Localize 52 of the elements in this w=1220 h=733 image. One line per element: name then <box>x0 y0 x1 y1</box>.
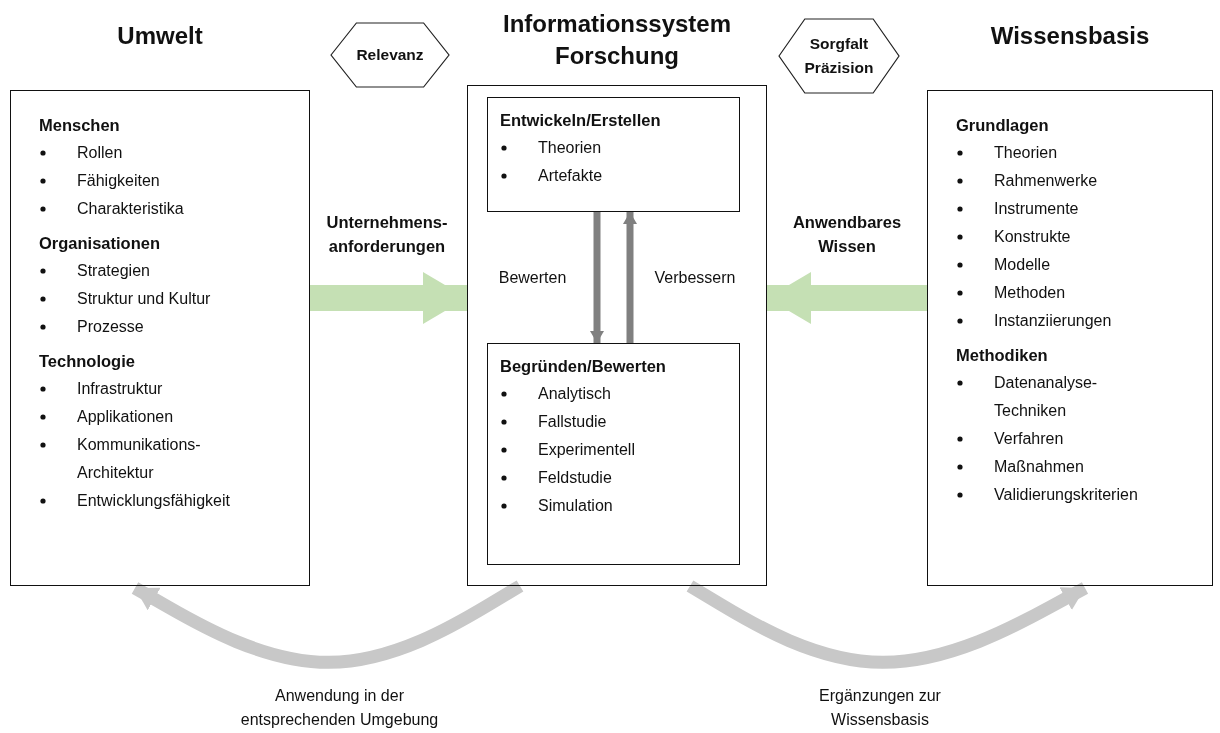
list-item: Verfahren <box>994 430 1064 447</box>
list-item: Feldstudie <box>538 469 612 486</box>
list-item: Maßnahmen <box>994 458 1084 475</box>
edge-label: Verbessern <box>653 268 737 288</box>
section-heading: Grundlagen <box>956 115 1050 136</box>
edge-label: Anwendbares Wissen <box>791 212 903 257</box>
list-item: Datenanalyse- Techniken <box>994 374 1098 419</box>
list-item: Kommunikations- Architektur <box>77 436 201 481</box>
list-item: Methoden <box>994 284 1066 301</box>
list-item: Rollen <box>77 144 123 161</box>
list-item: Validierungskriterien <box>994 486 1138 503</box>
arrow <box>131 580 524 669</box>
list-item: Entwicklungsfähigkeit <box>77 492 230 509</box>
panel-title: Wissensbasis <box>989 21 1151 51</box>
list-item: Charakteristika <box>77 200 184 217</box>
section-heading: Methodiken <box>956 345 1049 366</box>
section-heading: Organisationen <box>39 233 162 254</box>
list-item: Strategien <box>77 262 150 279</box>
arrow <box>686 580 1089 669</box>
edge-label: Ergänzungen zur Wissensbasis <box>818 686 942 730</box>
list-item: Applikationen <box>77 408 174 425</box>
section-heading: Entwickeln/Erstellen <box>500 110 662 131</box>
process-box <box>487 343 740 565</box>
list-item: Infrastruktur <box>77 380 163 397</box>
section-heading: Menschen <box>39 115 121 136</box>
list-item: Analytisch <box>538 385 611 402</box>
list-item: Theorien <box>994 144 1058 161</box>
edge-label: Bewerten <box>497 268 568 288</box>
section-heading: Technologie <box>39 351 136 372</box>
list-item: Fähigkeiten <box>77 172 160 189</box>
list-item: Fallstudie <box>538 413 607 430</box>
list-item: Instrumente <box>994 200 1079 217</box>
list-item: Theorien <box>538 139 602 156</box>
arrow <box>310 271 467 325</box>
panel-title: Umwelt <box>116 21 204 51</box>
list-item: Prozesse <box>77 318 144 335</box>
list-item: Experimentell <box>538 441 635 458</box>
process-box <box>487 97 740 212</box>
arrow <box>767 271 927 325</box>
list-item: Rahmenwerke <box>994 172 1098 189</box>
panel-title: Informationssystem Forschung <box>501 9 733 71</box>
list-item: Simulation <box>538 497 613 514</box>
list-item: Modelle <box>994 256 1051 273</box>
list-item: Artefakte <box>538 167 603 184</box>
edge-label: Unternehmens- anforderungen <box>325 212 449 257</box>
list-item: Struktur und Kultur <box>77 290 211 307</box>
edge-label: Anwendung in der entsprechenden Umgebung <box>239 686 440 730</box>
hexagon-box: Sorgfalt Präzision <box>778 18 900 94</box>
list-item: Instanziierungen <box>994 312 1112 329</box>
hexagon-box: Relevanz <box>330 22 450 88</box>
section-heading: Begründen/Bewerten <box>500 356 667 377</box>
list-item: Konstrukte <box>994 228 1071 245</box>
